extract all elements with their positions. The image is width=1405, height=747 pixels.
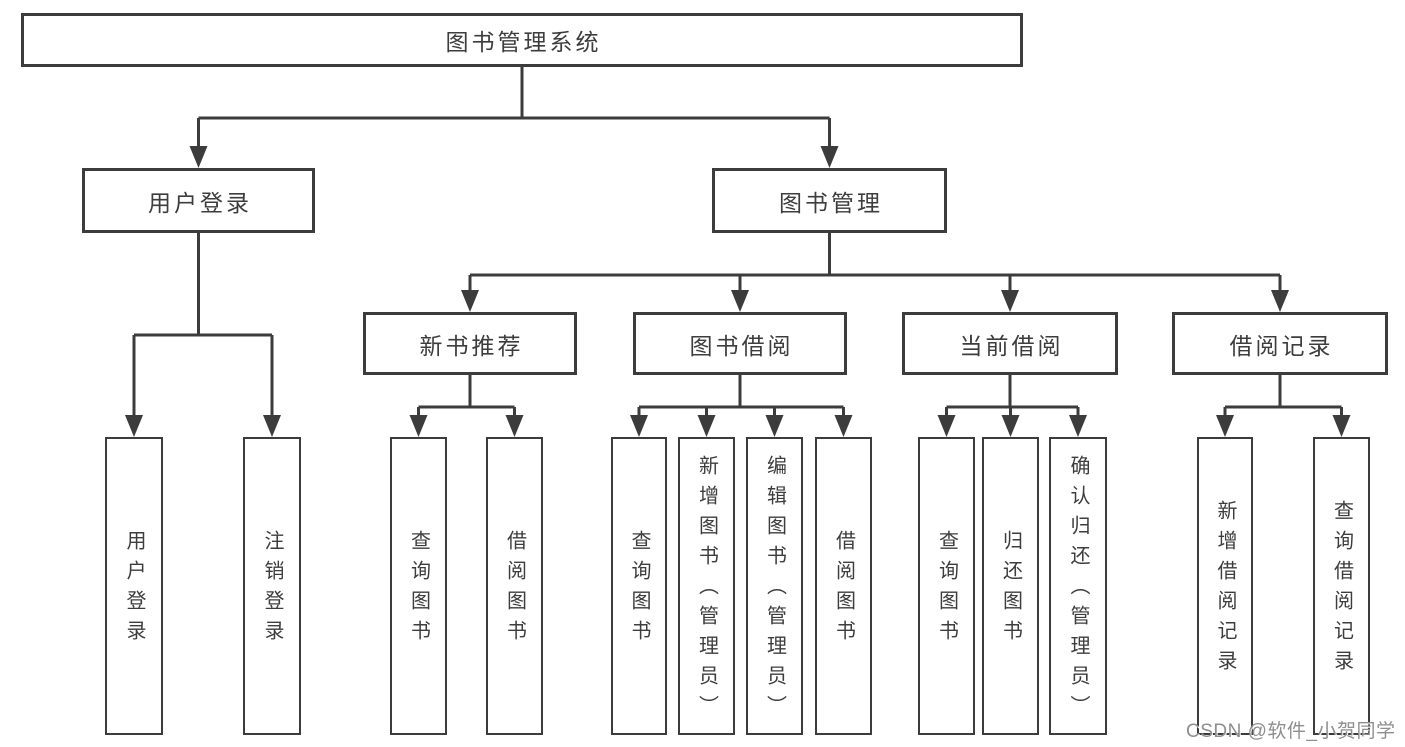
leaf-label: 归还图书 — [999, 530, 1022, 650]
node-borrowing-records: 借阅记录 — [1172, 312, 1388, 375]
leaf-borrowing-edit-books-admin: 编辑图书（管理员） — [746, 437, 803, 735]
node-label: 图书管理系统 — [445, 29, 602, 55]
node-label: 图书借阅 — [689, 332, 794, 359]
arrow-icon — [1001, 290, 1019, 312]
node-book-management: 图书管理 — [712, 168, 947, 233]
node-current-borrowing: 当前借阅 — [902, 312, 1118, 375]
arrow-icon — [630, 415, 648, 437]
arrow-icon — [697, 415, 716, 437]
arrow-icon — [189, 146, 208, 168]
leaf-label: 查询借阅记录 — [1330, 500, 1353, 680]
leaf-current-query-books: 查询图书 — [918, 437, 975, 735]
current-borrowing-branch-line — [945, 375, 1080, 417]
book-management-branch-line — [468, 233, 1282, 292]
leaf-label: 查询图书 — [407, 530, 430, 650]
leaf-label: 查询图书 — [935, 530, 958, 650]
arrow-icon — [125, 415, 143, 437]
new-book-recommend-branch-line — [417, 375, 516, 417]
node-label: 图书管理 — [779, 189, 883, 216]
leaf-borrowing-query-books: 查询图书 — [611, 437, 667, 735]
leaf-label: 新增图书（管理员） — [695, 455, 718, 725]
book-borrowing-branch-line — [637, 375, 845, 417]
arrow-icon — [731, 290, 749, 312]
leaf-current-confirm-return-admin: 确认归还（管理员） — [1049, 437, 1107, 735]
arrow-icon — [765, 415, 784, 437]
arrow-icon — [1069, 415, 1087, 437]
arrow-icon — [461, 290, 479, 312]
leaf-label: 用户登录 — [123, 530, 145, 650]
arrow-icon — [1332, 415, 1351, 437]
borrowing-records-branch-line — [1223, 375, 1343, 417]
leaf-borrowing-add-books-admin: 新增图书（管理员） — [678, 437, 735, 735]
node-label: 当前借阅 — [959, 332, 1064, 359]
leaf-label: 查询图书 — [628, 530, 650, 650]
leaf-label: 编辑图书（管理员） — [763, 455, 786, 725]
node-new-book-recommend: 新书推荐 — [363, 312, 577, 375]
leaf-label: 借阅图书 — [503, 530, 526, 650]
node-label: 借阅记录 — [1229, 332, 1334, 359]
root-branch-line — [197, 67, 831, 148]
arrow-icon — [263, 415, 281, 437]
leaf-recommend-borrow-books: 借阅图书 — [486, 437, 543, 735]
arrow-icon — [937, 415, 956, 437]
leaf-label: 确认归还（管理员） — [1067, 455, 1089, 725]
arrow-icon — [1001, 415, 1020, 437]
node-label: 用户登录 — [148, 189, 252, 216]
arrow-icon — [409, 415, 428, 437]
leaf-current-return-books: 归还图书 — [982, 437, 1039, 735]
node-user-login: 用户登录 — [82, 168, 315, 233]
leaf-logout: 注销登录 — [243, 437, 301, 735]
leaf-recommend-query-books: 查询图书 — [390, 437, 447, 735]
leaf-label: 借阅图书 — [832, 530, 855, 650]
arrow-icon — [1216, 415, 1234, 437]
arrow-icon — [834, 415, 853, 437]
leaf-label: 注销登录 — [261, 530, 283, 650]
arrowheads — [125, 146, 1351, 437]
csdn-watermark: CSDN @软件_小贺同学 — [1186, 721, 1396, 742]
arrow-icon — [1271, 290, 1289, 312]
node-label: 新书推荐 — [419, 332, 524, 359]
leaf-records-query-record: 查询借阅记录 — [1313, 437, 1370, 735]
leaf-user-login: 用户登录 — [105, 437, 163, 735]
leaf-borrowing-borrow-books: 借阅图书 — [815, 437, 872, 735]
node-book-borrowing: 图书借阅 — [633, 312, 847, 375]
arrow-icon — [820, 146, 839, 168]
arrow-icon — [505, 415, 524, 437]
user-login-branch-line — [132, 233, 274, 417]
leaf-records-add-record: 新增借阅记录 — [1197, 437, 1253, 735]
node-root-system: 图书管理系统 — [21, 13, 1023, 67]
leaf-label: 新增借阅记录 — [1214, 500, 1236, 680]
